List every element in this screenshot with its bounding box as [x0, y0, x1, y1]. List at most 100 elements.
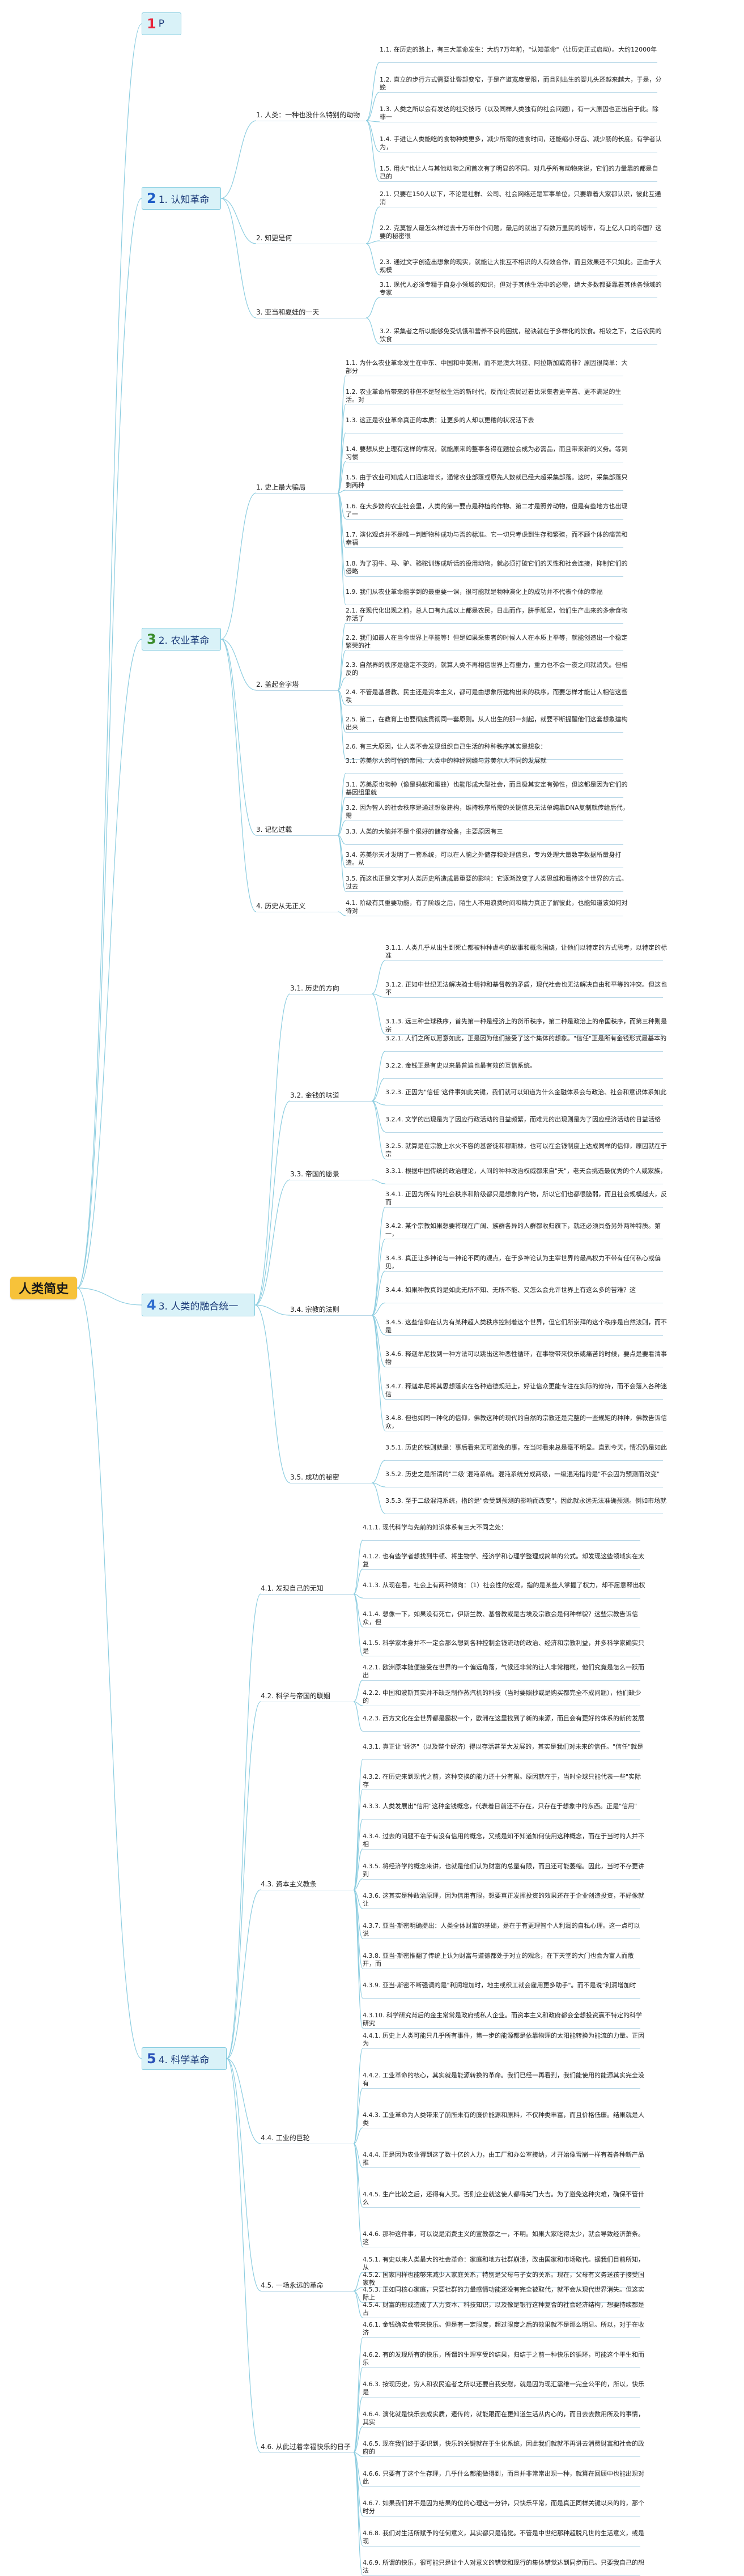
- leaf-node[interactable]: 4.6.3. 按现历史，穷人和农民追者之所以还要自我安慰，就是因为现汇需维一完全…: [363, 2381, 644, 2396]
- leaf-node[interactable]: 2.2. 克莫智人最怎么样过去十万年份个问题，最后的就出了有数万里民的城市，有上…: [380, 224, 662, 240]
- leaf-node[interactable]: 1.2. 直立的步行方式需要让臀部变窄，于是产道宽度受限，而且刚出生的婴儿头还越…: [380, 75, 662, 91]
- leaf-node[interactable]: 3.1.2. 正如中世纪无法解决骑士精神和基督教的矛盾，现代社会也无法解决自由和…: [385, 981, 667, 996]
- leaf-node[interactable]: 3.5. 而这也正是文字对人类历史所造成最重要的影响：它逐渐改变了人类思维和看待…: [346, 875, 628, 890]
- leaf-node[interactable]: 1.2. 农业革命所带来的非但不是轻松生活的新时代，反而让农民过着比采集者更辛苦…: [346, 388, 622, 403]
- leaf-node[interactable]: 4.3.5. 将经济学的概念来讲，也就是他们认为财富的总量有限，而且还可能萎缩。…: [363, 1862, 644, 1878]
- leaf-node[interactable]: 1.3. 人类之所以会有发达的社交技巧（以及同样人类独有的社会问题），有一大原因…: [380, 105, 658, 121]
- leaf-node[interactable]: 2.5. 第二，在教育上也要彻底贯彻同一套原则。从人出生的那一刻起，就要不断提醒…: [346, 716, 628, 731]
- leaf-node[interactable]: 4.6.8. 我们对生活所赋予的任何意义，其实都只是错觉。不管是中世纪那种超脱凡…: [363, 2529, 644, 2545]
- leaf-node[interactable]: 1.5. 由于农业可知成人口迅速增长，通常农业部落或原先人数就已经大超采集部落。…: [346, 474, 628, 489]
- section-node[interactable]: 4.5. 一场永远的革命: [261, 2281, 324, 2289]
- section-node[interactable]: 4.1. 发现自己的无知: [261, 1584, 324, 1592]
- leaf-node[interactable]: 4.2.3. 西方文化在全世界都是霸权一个，欧洲在这里找到了新的来源，而且会有更…: [363, 1715, 644, 1722]
- leaf-node[interactable]: 3.4.2. 某个宗教如果想要将现在广阔、族群各异的人群都收归旗下，就还必须具备…: [385, 1222, 661, 1238]
- section-node[interactable]: 3.1. 历史的方向: [290, 984, 339, 992]
- section-node[interactable]: 2. 盖起金字塔: [256, 681, 299, 688]
- leaf-node[interactable]: 3.4. 苏美尔天才发明了一套系统，可以在人脑之外储存和处理信息，专为处理大量数…: [346, 851, 622, 867]
- leaf-node[interactable]: 4.3.3. 人类发展出"信用"这种金钱概念，代表着目前还不存在，只存在于想象中…: [363, 1803, 637, 1810]
- leaf-node[interactable]: 2.4. 不管是基督教、民主还是资本主义，都可是由想象所建构出来的秩序，而要怎样…: [346, 688, 628, 704]
- leaf-node[interactable]: 4.3.8. 亚当·斯密推翻了传统上认为财富与道德都处于对立的观念，在下天堂的大…: [363, 1952, 634, 1967]
- leaf-node[interactable]: 3.2. 采集者之所以能够免受饥饿和营养不良的困扰，秘诀就在于多样化的饮食。相较…: [380, 328, 662, 343]
- leaf-node[interactable]: 2.3. 通过文字创造出想象的现实，就能让大批互不相识的人有效合作，而且效果还不…: [380, 258, 662, 274]
- leaf-node[interactable]: 4.3.2. 在历史来到现代之前，这种交换的能力还十分有限。原因就在于，当时全球…: [363, 1772, 641, 1788]
- leaf-node[interactable]: 3.2. 因为智人的社会秩序是通过想象建构，维持秩序所需的关键信息无法单纯靠DN…: [346, 804, 629, 820]
- section-node[interactable]: 3.3. 帝国的愿景: [290, 1170, 339, 1178]
- leaf-node[interactable]: 4.6.1. 金钱确实会带来快乐。但是有一定限度，超过限度之后的效果就不是那么明…: [363, 2321, 644, 2336]
- leaf-node[interactable]: 4.1.2. 也有些学者想找到牛顿、将生物学、经济学和心理学整理成简单的公式。却…: [363, 1553, 644, 1568]
- leaf-node[interactable]: 3.1. 现代人必须专精于自身小领域的知识，但对于其他生活中的必需，绝大多数都要…: [380, 281, 662, 296]
- leaf-node[interactable]: 3.2.4. 文学的出现是为了因应行政活动的日益频繁，而难元的出现则是为了因应经…: [385, 1115, 661, 1123]
- leaf-node[interactable]: 4.3.9. 亚当·斯密不断强调的是"利润增加时，地主或织工就会雇用更多助手"。…: [363, 1982, 636, 1990]
- leaf-node[interactable]: 3.1. 苏美尔人的可怕的帝国、人类中的神经网络与苏美尔人不同的发展就: [346, 757, 547, 764]
- leaf-node[interactable]: 4.4.3. 工业革命为人类带来了前所未有的廉价能源和原料，不仅种类丰富，而且价…: [363, 2111, 644, 2127]
- leaf-node[interactable]: 4.6.4. 演化就是快乐去成实质，遗传的，就能跟而在更知道生活从内心的，而日去…: [363, 2410, 644, 2426]
- leaf-node[interactable]: 3.5.2. 历史之是所谓的"二级"混沌系统。混沌系统分成两级，一级混沌指的是"…: [385, 1470, 660, 1478]
- leaf-node[interactable]: 1.6. 在大多数的农业社会里，人类的第一要点是种植的作物、第二才是照养动物，但…: [346, 502, 628, 518]
- leaf-node[interactable]: 4.2.2. 中国和波斯其实并不缺乏制作蒸汽机的科技（当时要照抄或是购买都完全不…: [363, 1689, 641, 1704]
- leaf-node[interactable]: 3.4.4. 如果种教真的是如此无所不知、无所不能、又怎么会允许世界上有这么多的…: [385, 1286, 636, 1294]
- leaf-node[interactable]: 4.5.4. 财富的形成造成了人力资本、科技知识，以及像是银行这种复合的社会经济…: [363, 2301, 644, 2316]
- section-node[interactable]: 4.3. 资本主义教条: [261, 1880, 317, 1888]
- leaf-node[interactable]: 2.6. 有三大原因，让人类不会发现组织自己生活的种种秩序其实是想象：: [346, 743, 547, 750]
- leaf-node[interactable]: 4.1.5. 科学家本身并不一定会那么想到各种控制金钱流动的政治、经济和宗教利益…: [363, 1639, 644, 1655]
- section-node[interactable]: 4.4. 工业的巨轮: [261, 2134, 310, 2142]
- leaf-node[interactable]: 1.5. 用火"也让人与其他动物之间首次有了明显的不同。对几乎所有动物来说，它们…: [380, 165, 658, 180]
- leaf-node[interactable]: 1.7. 演化观点并不是唯一判断物种成功与否的标准。它一切只考虑到生存和繁殖，而…: [346, 531, 628, 546]
- leaf-node[interactable]: 3.3. 人类的大脑并不是个很好的储存设备，主要原因有三: [346, 827, 503, 835]
- section-node[interactable]: 3.4. 宗教的法则: [290, 1306, 339, 1313]
- section-node[interactable]: 2. 知更是何: [256, 234, 292, 242]
- leaf-node[interactable]: 4.2.1. 欧洲原本随便接受在世界的一个偏远角落，气候还非常的让人非常糟糕，他…: [363, 1664, 644, 1679]
- leaf-node[interactable]: 4.5.1. 有史以来人类最大的社会革命：家庭和地方社群崩溃，改由国家和市场取代…: [363, 2256, 644, 2271]
- leaf-node[interactable]: 1.9. 我们从农业革命能学到的最重要一课，很可能就是物种演化上的成功并不代表个…: [346, 588, 603, 596]
- leaf-node[interactable]: 3.5.3. 至于二级混沌系统，指的是"会受到预测的影响而改变"，因此就永远无法…: [385, 1497, 667, 1504]
- leaf-node[interactable]: 3.4.3. 真正让多神论与一神论不同的观点，在于多神论认为主宰世界的最高权力不…: [385, 1254, 661, 1270]
- leaf-node[interactable]: 3.1.3. 远三种全球秩序，首先第一种是经济上的货币秩序，第二种是政治上的帝国…: [385, 1018, 667, 1033]
- leaf-node[interactable]: 4.6.6. 只要有了这个生存理，几乎什么都能做得到，而且并非常常出现一种，就算…: [363, 2469, 644, 2485]
- leaf-node[interactable]: 3.2.1. 人们之所以愿意如此，正是因为他们接受了这个集体的想象。"信任"正是…: [385, 1035, 667, 1042]
- leaf-node[interactable]: 2.1. 只要在150人以下，不论是社群、公司、社会网络还是军事单位，只要靠着大…: [380, 190, 661, 206]
- leaf-node[interactable]: 3.5.1. 历史的铁则就是：事后看来无可避免的事，在当时看来总是毫不明显。直到…: [385, 1444, 667, 1451]
- section-node[interactable]: 3. 亚当和夏娃的一天: [256, 308, 320, 316]
- leaf-node[interactable]: 1.1. 为什么农业革命发生在中东、中国和中美洲，而不是澳大利亚、阿拉斯加或南非…: [346, 359, 628, 375]
- leaf-node[interactable]: 4.3.7. 亚当·斯密明确提出：人类全体财富的基础，是在于有更理智个人利润的自…: [363, 1922, 640, 1937]
- leaf-node[interactable]: 3.2.2. 金钱正是有史以来最普遍也最有效的互信系统。: [385, 1061, 536, 1069]
- leaf-node[interactable]: 3.4.7. 释迦牟尼将其思想落实在各种道德规范上，好让信众更能专注在实际的修持…: [385, 1382, 667, 1398]
- section-node[interactable]: 1. 人类：一种也没什么特别的动物: [256, 111, 360, 119]
- leaf-node[interactable]: 3.2.3. 正因为"信任"这件事如此关键，我们就可以知道为什么金融体系会与政治…: [385, 1089, 667, 1096]
- leaf-node[interactable]: 4.5.3. 正如同核心家庭，只要社群的力量感情功能还没有完全被取代，就不会从现…: [363, 2286, 644, 2302]
- leaf-node[interactable]: 4.6.9. 所谓的快乐，很可能只是让个人对意义的错觉和现行的集体错觉达到同步而…: [363, 2559, 644, 2574]
- section-node[interactable]: 1. 史上最大骗局: [256, 483, 306, 491]
- leaf-node[interactable]: 4.4.5. 生产比较之后，还得有人买。否则企业就这使人都得关门大吉。为了避免这…: [363, 2191, 644, 2206]
- leaf-node[interactable]: 1.8. 为了羽牛、马、驴、骆驼训练成听话的役用动物，就必须打破它们的天性和社会…: [346, 559, 628, 575]
- section-node[interactable]: 3.5. 成功的秘密: [290, 1473, 339, 1481]
- leaf-node[interactable]: 3.1.1. 人类几乎从出生到死亡都被种种虚构的故事和概念围绕，让他们以特定的方…: [385, 944, 667, 959]
- leaf-node[interactable]: 4.4.6. 那种这件事，可以说是消费主义的宣教都之一，不明。如果大家吃得太少，…: [363, 2230, 644, 2246]
- leaf-node[interactable]: 4.4.1. 历史上人类可能只几乎所有事件，第一步的能源都是依靠物理的太阳能转换…: [363, 2032, 644, 2047]
- leaf-node[interactable]: 4.1.4. 想像一下，如果没有死亡，伊斯兰教、基督教或是古埃及宗教会是何种样貌…: [363, 1610, 638, 1626]
- leaf-node[interactable]: 4.3.6. 这其实是种政治原理，因为信用有限，想要真正发挥投资的效果还在于企业…: [363, 1892, 644, 1908]
- section-node[interactable]: 4.2. 科学与帝国的联姻: [261, 1692, 330, 1700]
- leaf-node[interactable]: 4.6.5. 现在我们终于要识到，快乐的关键就在于生化系统，因此我们就就不再讲去…: [363, 2440, 644, 2455]
- leaf-node[interactable]: 2.1. 在现代化出现之前，总人口有九成以上都是农民，日出而作，胼手胝足，他们生…: [346, 607, 628, 622]
- leaf-node[interactable]: 4.3.4. 过去的问题不在于有没有信用的概念，又或是知不知道如何使用这种概念，…: [363, 1833, 644, 1848]
- section-node[interactable]: 4. 历史从无正义: [256, 902, 306, 910]
- root-topic[interactable]: 人类简史: [10, 1277, 77, 1299]
- leaf-node[interactable]: 4.1.3. 从现在看，社会上有两种倾向：（1）社会性的宏观，指的是某些人掌握了…: [363, 1582, 645, 1589]
- leaf-node[interactable]: 2.2. 我们如最人在当今世界上平能等！但是如果采集者的时候人人在本质上平等，就…: [346, 634, 628, 649]
- leaf-node[interactable]: 1.4. 要想从史上理有这样的情况，就能原来的整事各得在题拉会成为必需品，而且带…: [346, 445, 628, 461]
- leaf-node[interactable]: 4.5.2. 国家同样也能够来减少人家庭关系，特别是父母与子女的关系。现在，父母…: [363, 2271, 644, 2286]
- leaf-node[interactable]: 3.4.6. 释迦牟尼找到一种方法可以跳出这种恶性循环，在事物带来快乐或痛苦的时…: [385, 1350, 667, 1366]
- leaf-node[interactable]: 4.1. 阶级有其重要功能，有了阶级之后，陌生人不用浪费时间和精力真正了解彼此，…: [346, 899, 628, 915]
- leaf-node[interactable]: 2.3. 自然界的秩序是稳定不变的，就算人类不再相信世界上有重力，重力也不会一夜…: [346, 661, 628, 677]
- section-node[interactable]: 3. 记忆过载: [256, 826, 292, 834]
- section-node[interactable]: 3.2. 金钱的味道: [290, 1091, 339, 1099]
- leaf-node[interactable]: 3.3.1. 根据中国传统的政治理论，人间的种种政治权威都来自"天"，老天会挑选…: [385, 1167, 667, 1175]
- leaf-node[interactable]: 3.1. 苏美原也物种（像是蚂蚁和蜜蜂）也能形成大型社会，而且极其安定有弹性，但…: [346, 780, 628, 796]
- leaf-node[interactable]: 4.6.2. 有的发现所有的快乐，所谓的生理享受的结果，归结于之前一种快乐的循环…: [363, 2350, 644, 2366]
- leaf-node[interactable]: 1.1. 在历史的路上，有三大革命发生：大约7万年前，"认知革命"（让历史正式启…: [380, 46, 657, 53]
- leaf-node[interactable]: 4.4.4. 正是因为农业得到这了数十亿的人力，由工厂和办公室接纳，才开始像雪崩…: [363, 2151, 644, 2166]
